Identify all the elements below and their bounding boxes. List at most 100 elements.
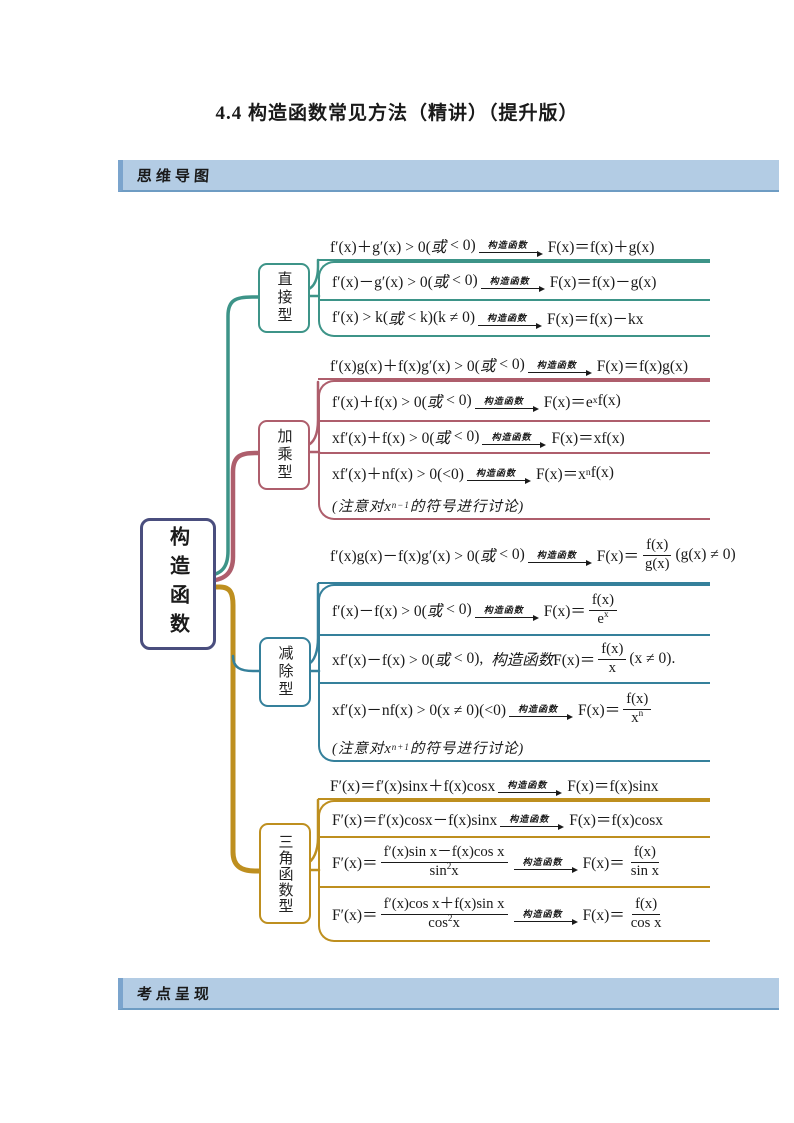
construct-arrow: 构造函数 — [474, 603, 539, 621]
formula-text: f′(x)g(x)－f(x)g′(x) > 0( — [330, 548, 480, 565]
formula-text: cos — [428, 914, 448, 931]
kai-text: 构造函数 — [491, 652, 554, 669]
branch-label-text: 三角函数型 — [276, 833, 293, 914]
formula-text: f′(x) > k( — [332, 309, 389, 326]
formula-text: sin — [429, 862, 447, 879]
fraction-numerator: f(x) — [632, 895, 661, 915]
arrow-label: 构造函数 — [498, 778, 557, 793]
formula-text: < 0) — [442, 392, 472, 409]
arrow-label: 构造函数 — [466, 466, 525, 481]
formula-text: x — [451, 862, 459, 879]
superscript: n — [638, 707, 644, 718]
formula-text: e — [597, 610, 604, 627]
formula-text: F′(x)＝f′(x)cosx－f(x)sinx — [332, 812, 498, 829]
construct-arrow: 构造函数 — [500, 812, 565, 830]
construct-arrow: 构造函数 — [527, 548, 592, 566]
kai-text: 或 — [479, 548, 496, 565]
construct-arrow: 构造函数 — [480, 274, 545, 292]
formula-text: x — [452, 914, 460, 931]
formula-text: xf′(x)＋f(x) > 0( — [332, 430, 435, 447]
arrowhead-icon — [571, 867, 578, 873]
formula-text: F(x)＝ — [596, 548, 639, 565]
formula-text: (注意对x — [332, 740, 392, 757]
kai-text: 或 — [388, 311, 404, 328]
arrow-label: 构造函数 — [480, 274, 539, 289]
arrowhead-icon — [585, 370, 592, 376]
branch-label-subdiv: 减除型 — [259, 637, 311, 707]
arrowhead-icon — [536, 250, 543, 257]
superscript: x — [603, 608, 609, 619]
formula-text: < 0) — [442, 601, 472, 618]
formula-text: f′(x)g(x)＋f(x)g′(x) > 0( — [330, 358, 480, 375]
formula-text: (g(x) ≠ 0) — [675, 546, 736, 563]
fraction: f(x) x — [598, 640, 627, 678]
kai-text: 或 — [426, 394, 443, 411]
construct-arrow: 构造函数 — [478, 311, 543, 329]
arrow-label: 构造函数 — [474, 603, 533, 618]
formula-text: f(x) — [635, 895, 658, 912]
arrow-label: 构造函数 — [500, 812, 559, 827]
banner-label-mindmap: 思维导图 — [136, 167, 214, 185]
formula-text: 的符号进行讨论) — [409, 498, 525, 515]
formula-text: 的符号进行讨论) — [409, 740, 525, 757]
formula-text: F(x)＝f(x)－g(x) — [549, 274, 657, 291]
formula-text: f(x) — [626, 690, 649, 707]
branch-label-addmul: 加乘型 — [258, 420, 310, 490]
fraction-denominator: cos2x — [425, 913, 463, 933]
arrowhead-icon — [532, 615, 539, 621]
formula-text: g(x) — [644, 555, 670, 572]
formula-text: sin x — [630, 862, 659, 879]
fraction-denominator: sin2x — [427, 861, 462, 881]
formula-text: F(x)＝f(x)sinx — [567, 778, 659, 795]
formula-text: xf′(x)－nf(x) > 0(x ≠ 0)(<0) — [332, 702, 506, 719]
formula-text: f′(x)＋f(x) > 0( — [332, 394, 427, 411]
construct-arrow: 构造函数 — [482, 430, 547, 448]
kai-text: 或 — [434, 652, 451, 669]
branch-line-subdiv — [231, 654, 261, 673]
construct-arrow: 构造函数 — [478, 238, 543, 257]
formula-text: f′(x)－f(x) > 0( — [332, 603, 427, 620]
arrow-label: 构造函数 — [474, 394, 533, 409]
arrowhead-icon — [571, 919, 578, 925]
formula-text: F(x)＝xf(x) — [551, 430, 625, 447]
fraction: f(x) g(x) — [642, 537, 673, 573]
kai-text: 或 — [479, 358, 496, 375]
fraction: f(x)sin x — [628, 844, 662, 880]
arrowhead-icon — [538, 286, 545, 292]
arrowhead-icon — [558, 824, 565, 830]
formula-text: < k)(k ≠ 0) — [403, 309, 476, 326]
construct-arrow: 构造函数 — [513, 855, 578, 873]
formula-text: cos x — [630, 914, 662, 931]
fraction-denominator: x — [606, 660, 619, 678]
arrowhead-icon — [532, 406, 539, 412]
branch-label-text: 直接型 — [275, 271, 292, 325]
fraction: f(x) cos x — [628, 896, 665, 932]
arrow-label: 构造函数 — [509, 702, 568, 717]
formula-text: F′(x)＝ — [332, 855, 378, 872]
kai-text: 或 — [430, 238, 447, 256]
formula-text: f(x) — [646, 536, 669, 553]
branch-label-trig: 三角函数型 — [259, 823, 311, 924]
root-node: 构造函数 — [140, 518, 216, 650]
branch-label-text: 加乘型 — [275, 428, 292, 482]
construct-arrow: 构造函数 — [513, 907, 578, 925]
formula-text: F(x)＝f(x)＋g(x) — [547, 238, 655, 256]
formula-text: f(x) — [601, 640, 624, 657]
section-banner-exampoints: 考点呈现 — [118, 978, 779, 1010]
fraction-numerator: f(x) — [623, 690, 652, 710]
